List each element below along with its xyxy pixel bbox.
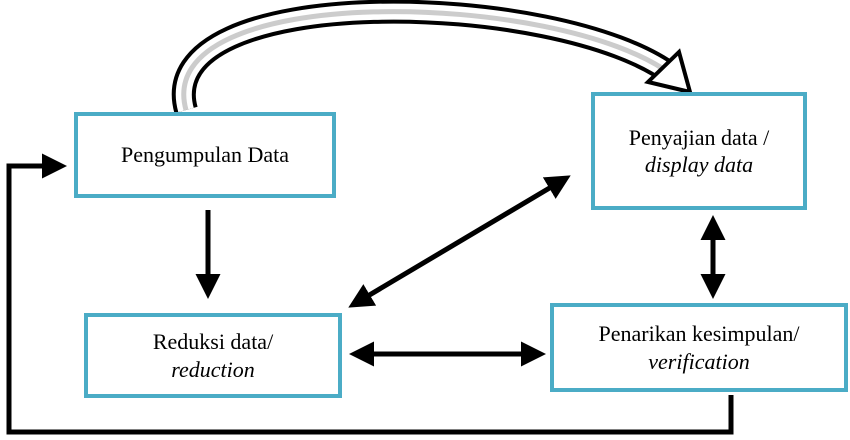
curved-arrow-collect-to-display [171,0,693,114]
box-display-label: Penyajian data / [628,124,770,150]
feedback-loop-arrow [6,153,734,435]
box-penarikan-kesimpulan: Penarikan kesimpulan/ verification [550,303,848,392]
arrow-reduce-display [348,175,571,308]
box-reduce-sublabel: reduction [171,356,255,382]
box-pengumpulan-data: Pengumpulan Data [74,112,336,198]
box-reduksi-data: Reduksi data/ reduction [84,313,342,398]
box-display-sublabel: display data [644,152,754,177]
box-collect-label: Pengumpulan Data [120,142,290,168]
box-penyajian-data: Penyajian data / display data [591,92,807,210]
box-verify-label: Penarikan kesimpulan/ [598,321,800,346]
box-verify-sublabel: verification [648,348,750,374]
box-reduce-label: Reduksi data/ [152,329,274,354]
